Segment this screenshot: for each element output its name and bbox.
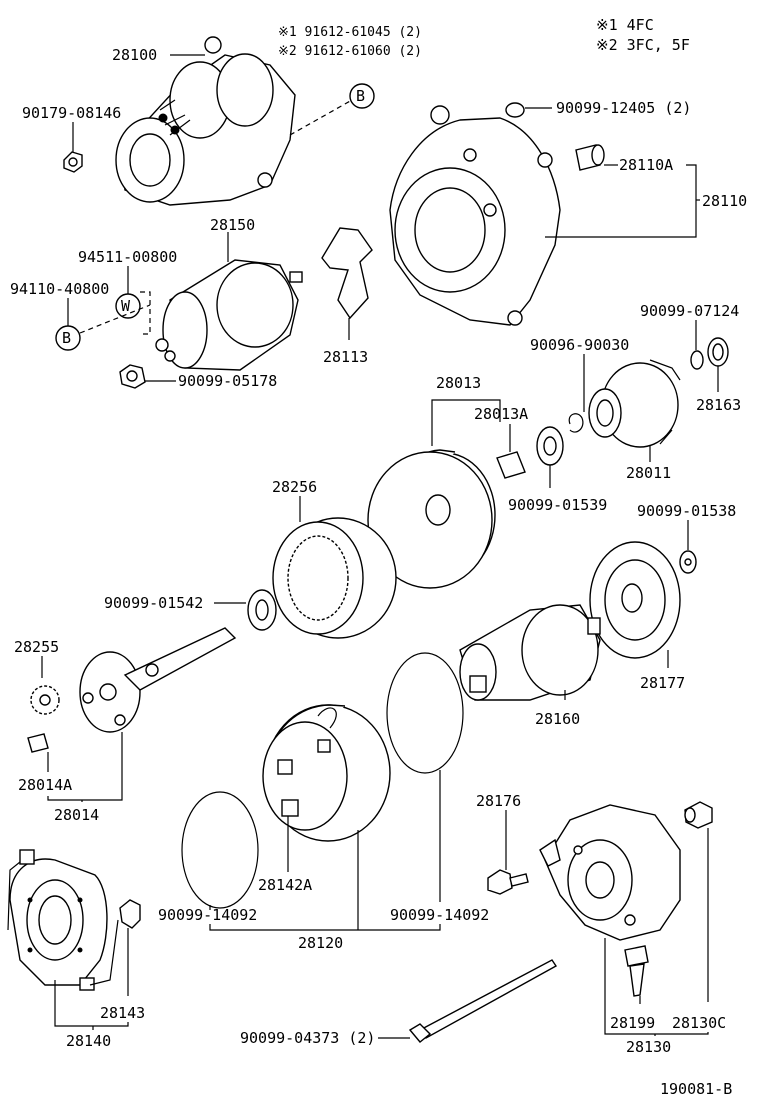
label-28110: 28110	[702, 192, 747, 210]
ref-b-lower-letter: B	[62, 329, 71, 347]
label-90099-14092-left: 90099-14092	[158, 906, 257, 924]
label-90099-01538: 90099-01538	[637, 502, 736, 520]
label-28176: 28176	[476, 792, 521, 810]
through-bolt-90099-04373-drawing	[418, 959, 558, 1039]
end-frame-28130-drawing	[539, 804, 681, 941]
label-28130C: 28130C	[672, 1014, 726, 1032]
label-28013A: 28013A	[474, 405, 528, 423]
label-90099-07124: 90099-07124	[640, 302, 739, 320]
label-28160: 28160	[535, 710, 580, 728]
label-90099-14092-right: 90099-14092	[390, 906, 489, 924]
clutch-28011-drawing	[588, 359, 681, 448]
label-90099-04373: 90099-04373 (2)	[240, 1029, 375, 1047]
armature-28160-drawing	[459, 604, 601, 701]
bolt-note-1: ※1 91612-61045 (2)	[278, 25, 422, 40]
label-28014: 28014	[54, 806, 99, 824]
note-3fc-5f: ※2 3FC, 5F	[596, 36, 690, 54]
label-28113: 28113	[323, 348, 368, 366]
label-28143: 28143	[100, 1004, 145, 1022]
bolt-note-2: ※2 91612-61060 (2)	[278, 44, 422, 59]
label-28100: 28100	[112, 46, 157, 64]
bush-28013A-drawing	[496, 451, 526, 479]
bush-28014A-drawing	[27, 733, 49, 753]
label-28142A: 28142A	[258, 876, 312, 894]
figure-number: 190081-B	[660, 1080, 732, 1098]
note-4fc: ※1 4FC	[596, 16, 654, 34]
yoke-28013-drawing	[367, 449, 496, 589]
label-28014A: 28014A	[18, 776, 72, 794]
ref-b-upper	[349, 83, 375, 109]
drive-lever-28113-drawing	[321, 227, 373, 320]
label-28011: 28011	[626, 464, 671, 482]
label-28013: 28013	[436, 374, 481, 392]
label-90099-12405: 90099-12405 (2)	[556, 99, 691, 117]
label-28150: 28150	[210, 216, 255, 234]
spring-28143-drawing	[119, 899, 141, 929]
planetary-gear-28255-drawing	[30, 685, 60, 715]
label-90179-08146: 90179-08146	[22, 104, 121, 122]
bushing-90099-12405-drawing	[505, 102, 525, 118]
ref-b-upper-letter: B	[356, 87, 365, 105]
starter-assembly-drawing	[115, 36, 296, 206]
label-28120: 28120	[298, 934, 343, 952]
label-28140: 28140	[66, 1032, 111, 1050]
screw-28176-drawing	[487, 869, 513, 895]
plate-28177-drawing	[589, 541, 681, 659]
clip-90096-drawing	[568, 413, 584, 433]
o-ring-right-drawing	[386, 652, 464, 774]
label-94511-00800: 94511-00800	[78, 248, 177, 266]
field-frame-28120-drawing	[262, 704, 391, 842]
label-28110A: 28110A	[619, 156, 673, 174]
label-90099-01542: 90099-01542	[104, 594, 203, 612]
label-28177: 28177	[640, 674, 685, 692]
label-90099-05178: 90099-05178	[178, 372, 277, 390]
o-ring-left-drawing	[181, 791, 259, 909]
label-28199: 28199	[610, 1014, 655, 1032]
label-28130: 28130	[626, 1038, 671, 1056]
label-28256: 28256	[272, 478, 317, 496]
drive-housing-drawing	[389, 105, 561, 326]
ring-90099-07124-drawing	[690, 350, 704, 370]
solenoid-drawing	[155, 259, 303, 371]
ref-w-letter: W	[121, 297, 131, 315]
label-28163: 28163	[696, 396, 741, 414]
shaft-carrier-28014-drawing	[79, 627, 237, 733]
ref-b-lower	[55, 325, 81, 351]
brush-holder-28140-drawing	[7, 849, 119, 991]
screw-28199-drawing	[624, 945, 649, 967]
label-94110-40800: 94110-40800	[10, 280, 109, 298]
label-90096-90030: 90096-90030	[530, 336, 629, 354]
label-90099-01539: 90099-01539	[508, 496, 607, 514]
label-28255: 28255	[14, 638, 59, 656]
ring-gear-28256-drawing	[272, 517, 397, 639]
